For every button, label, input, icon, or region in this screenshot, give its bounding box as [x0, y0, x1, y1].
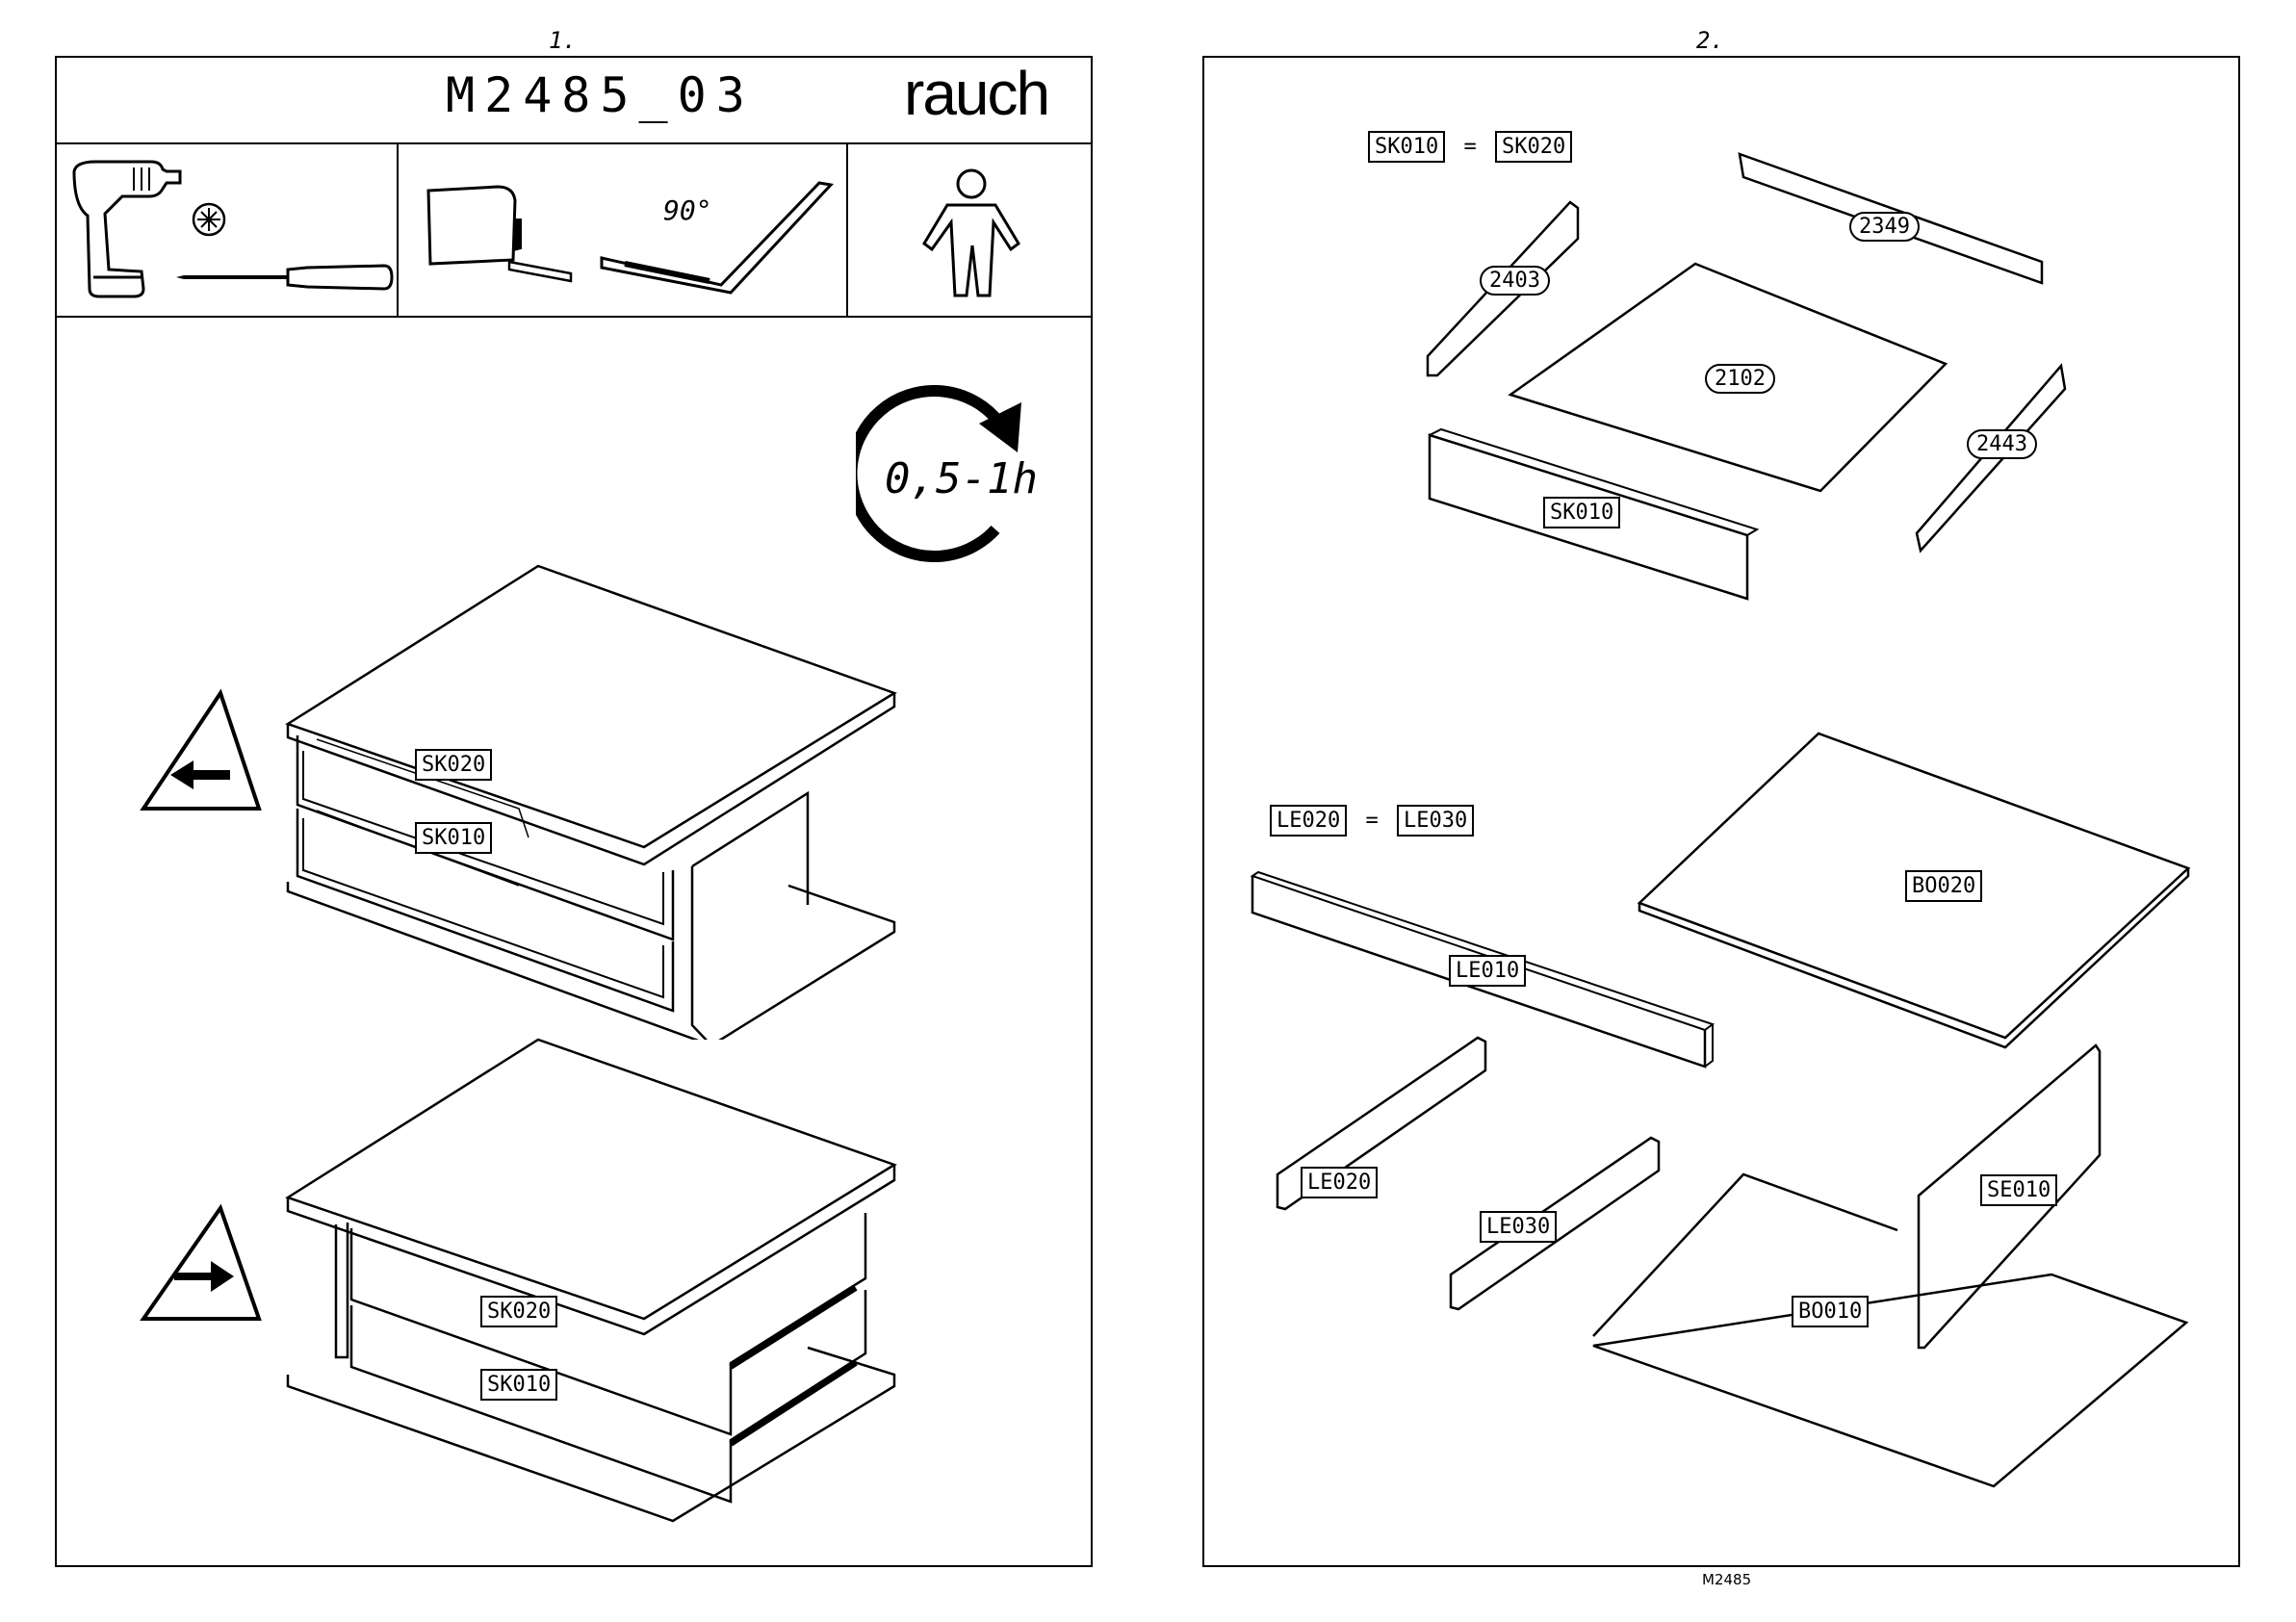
screwdriver-icon: [172, 258, 394, 296]
tools-divider-1: [397, 142, 399, 316]
page-number-1: 1.: [549, 27, 577, 54]
header-row: M2485_03 rauch: [57, 58, 1091, 144]
part-label-2102: 2102: [1705, 364, 1775, 394]
part-label-le010: LE010: [1449, 955, 1526, 987]
part-label-bo020: BO020: [1905, 870, 1982, 902]
instruction-page-2: SK010 = SK020 LE020 = LE030 2403 2349 21…: [1202, 56, 2240, 1567]
part-label-2403: 2403: [1480, 266, 1550, 296]
eq-sk020: SK020: [1495, 131, 1572, 163]
eq-equals-2: =: [1365, 809, 1378, 833]
person-icon: [918, 167, 1024, 301]
part-label-le030: LE030: [1480, 1211, 1557, 1243]
part-label-se010: SE010: [1980, 1174, 2057, 1206]
part-label-2349: 2349: [1849, 212, 1920, 242]
equation-le-parts: LE020 = LE030: [1270, 809, 1474, 833]
label-sk010-closed: SK010: [415, 822, 492, 854]
page-footer-code: M2485: [1702, 1571, 1751, 1588]
tape-measure-icon: [421, 181, 575, 296]
time-estimate: 0,5-1h: [885, 454, 1038, 503]
part-label-sk010: SK010: [1543, 497, 1620, 528]
angle-label: 90°: [663, 194, 712, 226]
equation-sk-parts: SK010 = SK020: [1368, 135, 1572, 159]
eq-sk010: SK010: [1368, 131, 1445, 163]
bit-icon: [190, 200, 228, 239]
square-ruler-icon: 90°: [596, 171, 837, 296]
tools-divider-2: [846, 142, 848, 316]
model-title: M2485_03: [446, 67, 755, 123]
eq-le020: LE020: [1270, 805, 1347, 837]
cabinet-drawing-closed: [134, 501, 923, 1040]
eq-equals-1: =: [1463, 135, 1476, 159]
part-label-2443: 2443: [1967, 429, 2037, 459]
tools-row: 90°: [57, 142, 1091, 318]
label-sk020-open: SK020: [480, 1296, 557, 1327]
label-sk010-open: SK010: [480, 1369, 557, 1401]
brand-logo: rauch: [904, 58, 1048, 129]
page-number-2: 2.: [1696, 27, 1724, 54]
part-label-bo010: BO010: [1792, 1296, 1869, 1327]
cabinet-drawing-open: [134, 1020, 923, 1540]
part-label-le020: LE020: [1301, 1167, 1378, 1198]
label-sk020-closed: SK020: [415, 749, 492, 781]
eq-le030: LE030: [1397, 805, 1474, 837]
instruction-page-1: M2485_03 rauch 90°: [55, 56, 1093, 1567]
